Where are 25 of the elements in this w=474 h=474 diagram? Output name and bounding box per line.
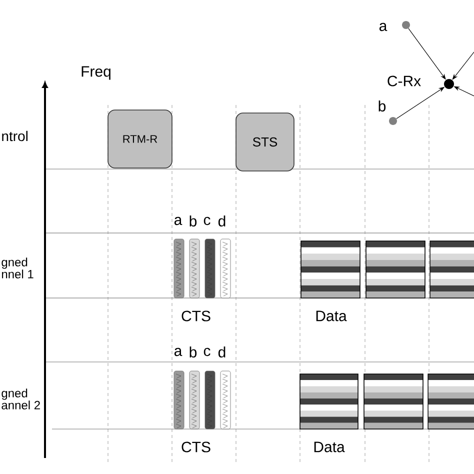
slot-label: a <box>174 348 182 356</box>
slot-label: CTS <box>182 310 210 322</box>
slot-label: b <box>190 216 197 226</box>
slot-label: CTS <box>182 442 210 452</box>
receiver-dot <box>444 79 454 89</box>
slot-label: Data <box>316 310 347 322</box>
node-label: b <box>378 100 386 112</box>
arrow <box>452 52 474 80</box>
channel-label: gned nnel 1 <box>2 258 34 278</box>
slot-label: Data <box>314 442 345 452</box>
message-box: RTM-R <box>108 110 172 168</box>
channel-label: gned annel 2 <box>2 388 40 410</box>
slot-label: d <box>218 216 226 226</box>
slot-label: a <box>174 216 182 226</box>
node-dot <box>389 117 397 125</box>
axis-label: ntrol <box>2 130 28 142</box>
axis-label: Freq <box>82 66 110 80</box>
node-label: C-Rx <box>388 76 421 86</box>
slot-label: d <box>218 346 226 358</box>
slot-label: b <box>190 346 197 358</box>
node-label: a <box>379 22 388 32</box>
slot-label: c <box>204 348 210 356</box>
slot-label: c <box>204 216 210 226</box>
node-dot <box>402 21 410 29</box>
message-box: STS <box>236 112 294 172</box>
